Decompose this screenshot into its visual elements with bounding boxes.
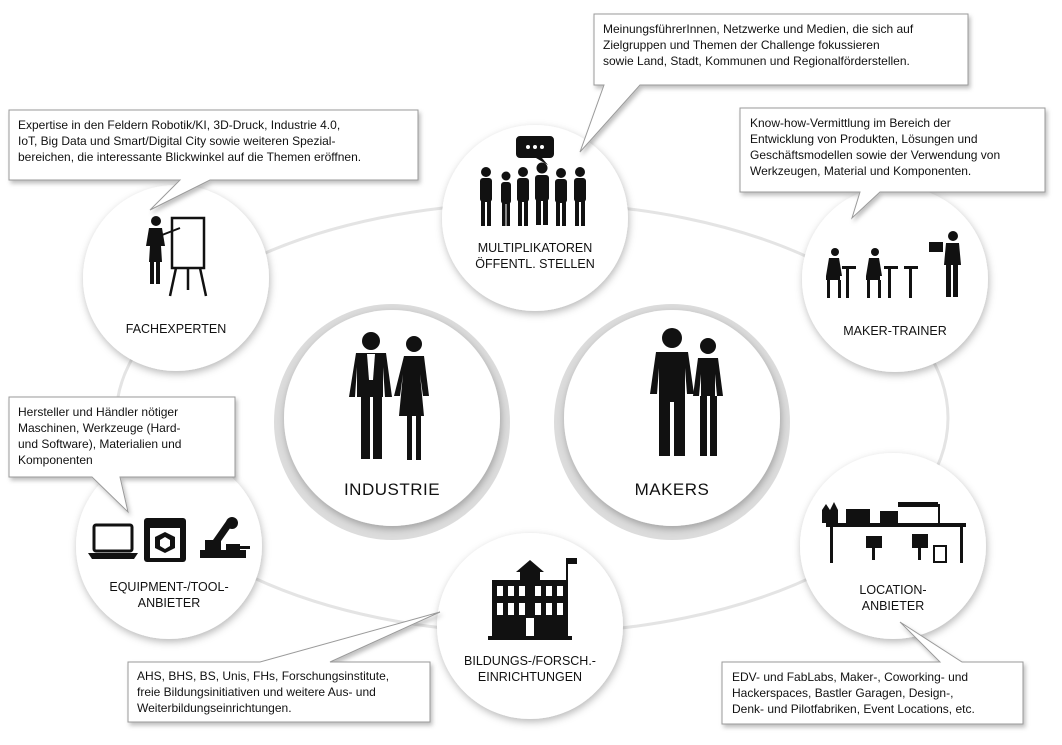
equipment-label: EQUIPMENT-/TOOL- ANBIETER [109,580,229,610]
callout-fachexperten-text: Expertise in den Feldern Robotik/KI, 3D-… [18,118,362,164]
school-building-icon [488,558,577,640]
industrie-circle [274,304,510,540]
callout-bildung-box [127,611,441,723]
workspace-desk-icon [822,502,966,563]
speech-bubble-icon [516,136,554,165]
makers-label: MAKERS [634,480,710,499]
business-group-icon [480,162,586,226]
callout-multiplikatoren-box [579,13,969,153]
callout-multiplikatoren-text: MeinungsführerInnen, Netzwerke und Medie… [603,22,914,68]
callout-maker-trainer-text: Know-how-Vermittlung im Bereich der Entw… [750,116,1001,178]
callout-fachexperten-box [8,109,419,211]
soldering-station-icon [200,517,250,558]
makers-circle [554,304,790,540]
3d-printer-icon [144,518,186,562]
location-circle [800,453,986,639]
makers-couple-icon [650,328,723,456]
businesspeople-icon [349,332,429,460]
callout-maker-trainer-box [739,107,1046,220]
callout-equipment-text: Hersteller und Händler nötiger Maschinen… [18,405,182,467]
maker-trainer-circle [802,186,988,372]
laptop-icon [88,523,138,559]
callout-location-text: EDV- und FabLabs, Maker-, Coworking- und… [732,670,975,716]
workshop-trainer-icon [826,231,961,298]
bildung-label: BILDUNGS-/FORSCH.- EINRICHTUNGEN [464,654,596,684]
location-label: LOCATION- ANBIETER [859,583,927,613]
fachexperten-circle [83,185,269,371]
multiplikatoren-label: MULTIPLIKATOREN ÖFFENTL. STELLEN [475,241,595,271]
callout-equipment-box [8,396,236,514]
industrie-label: INDUSTRIE [343,480,441,499]
callout-location-box [721,621,1024,725]
fachexperten-label: FACHEXPERTEN [125,322,227,336]
callout-bildung-text: AHS, BHS, BS, Unis, FHs, Forschungsinsti… [137,669,390,715]
maker-trainer-label: MAKER-TRAINER [843,324,947,338]
presenter-flipchart-icon [146,216,208,297]
